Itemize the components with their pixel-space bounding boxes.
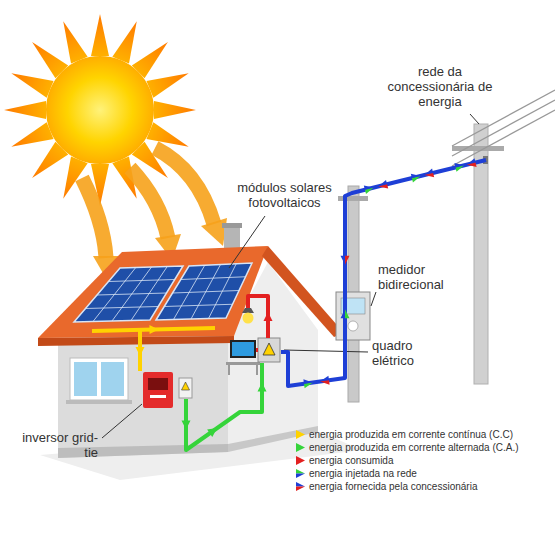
- flow-arrowhead: [454, 163, 464, 167]
- flow-arrowhead: [424, 173, 434, 177]
- flow-arrowhead: [364, 185, 374, 189]
- sun: [4, 14, 196, 206]
- legend-text: energia fornecida pela concessionária: [309, 481, 477, 492]
- utility-pole: [452, 90, 555, 384]
- flow-line: [256, 348, 258, 352]
- legend-arrow-sample: [296, 469, 305, 478]
- flow-arrowhead: [467, 163, 477, 167]
- legend-row: energia fornecida pela concessionária: [296, 480, 519, 493]
- panel-cell-line: [93, 268, 136, 322]
- flow-arrowhead: [149, 325, 158, 334]
- flow-arrowhead: [378, 184, 388, 188]
- sunlight-beams: [82, 148, 214, 258]
- panel-cell-line: [191, 265, 221, 320]
- panel-cell-line: [209, 264, 237, 319]
- flow-arrowhead: [341, 309, 346, 318]
- flow-arrowhead: [182, 421, 191, 430]
- bidirectional-meter: [336, 292, 370, 340]
- dc-switch: [179, 378, 192, 398]
- television: [226, 340, 260, 375]
- legend-text: energia injetada na rede: [309, 468, 417, 479]
- legend-arrow-half: [296, 482, 305, 487]
- legend-row: energia produzida em corrente alternada …: [296, 441, 519, 454]
- flow-arrowhead: [136, 347, 145, 356]
- part-label: rede da concessionária de energia: [385, 64, 495, 109]
- legend-arrow-half: [296, 469, 305, 474]
- legend-row: energia injetada na rede: [296, 467, 519, 480]
- legend-swatch: [296, 430, 305, 439]
- leader-lines: [102, 114, 479, 438]
- energy-flows: [92, 158, 486, 450]
- electrical-panel: [258, 338, 280, 362]
- legend-text: energia produzida em corrente alternada …: [309, 442, 519, 453]
- chimney-cap: [222, 223, 242, 228]
- panel-cell-line: [131, 267, 167, 321]
- legend-text: energia produzida em corrente contínua (…: [309, 429, 513, 440]
- flow-arrowhead: [345, 256, 350, 265]
- part-label: inversor grid-tie: [18, 430, 98, 460]
- flow-line: [186, 363, 262, 450]
- part-label: medidor bidirecional: [378, 262, 470, 292]
- flow-arrowhead: [345, 309, 350, 318]
- panel-cell-line: [112, 267, 152, 321]
- inverter-symbol: [143, 372, 173, 408]
- flow-arrowhead: [258, 383, 267, 392]
- legend-arrow-half: [296, 474, 305, 479]
- window: [66, 358, 132, 404]
- legend-row: energia consumida: [296, 454, 519, 467]
- panel-cell-line: [174, 265, 205, 319]
- legend-arrow-sample: [296, 482, 305, 491]
- flow-arrowhead: [411, 174, 421, 178]
- legend-text: energia consumida: [309, 455, 394, 466]
- legend: energia produzida em corrente contínua (…: [296, 428, 519, 493]
- part-label: módulos solares fotovoltaicos: [222, 180, 347, 210]
- flow-line: [248, 296, 268, 338]
- lamp: [242, 308, 254, 324]
- legend-swatch: [296, 443, 305, 452]
- legend-row: energia produzida em corrente contínua (…: [296, 428, 519, 441]
- flow-arrowhead: [264, 312, 273, 321]
- flow-arrowhead: [207, 428, 217, 437]
- flow-arrowhead: [303, 379, 313, 384]
- solar-panels: [74, 263, 252, 322]
- part-label: quadro elétrico: [372, 338, 452, 368]
- flow-arrowhead: [320, 380, 330, 385]
- flow-arrowhead: [341, 256, 346, 265]
- legend-arrow-half: [296, 487, 305, 492]
- house: [38, 246, 344, 458]
- legend-swatch: [296, 456, 305, 465]
